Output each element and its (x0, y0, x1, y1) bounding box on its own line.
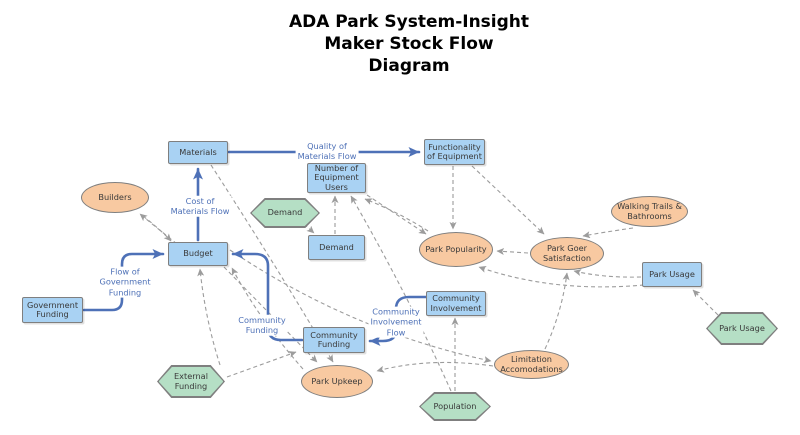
link-park-usage-stock-to-park-goer-satisfaction[interactable] (573, 269, 642, 278)
node-label: Community Involvement (430, 293, 482, 313)
flow-label-flow-of-government-funding: Flow of Government Funding (97, 266, 153, 298)
node-label: Park Goer Satisfaction (542, 243, 592, 263)
link-park-usage-converter-to-park-usage-stock[interactable] (692, 289, 719, 316)
title-line: Maker Stock Flow (324, 33, 494, 54)
link-limitation-accomodations-to-park-upkeep[interactable] (376, 361, 494, 373)
node-label: External Funding (174, 371, 208, 391)
node-label: Number of Equipment Users (314, 162, 359, 192)
flow-label-cost-of-materials-flow: Cost of Materials Flow (168, 195, 232, 217)
node-park-upkeep[interactable]: Park Upkeep (301, 365, 373, 398)
node-label: Park Usage (719, 322, 765, 333)
node-walking-trails-bathrooms[interactable]: Walking Trails & Bathrooms (611, 196, 688, 227)
node-park-usage-converter[interactable]: Park Usage (706, 312, 778, 345)
flow-label-community-involvement-flow: Community Involvement Flow (368, 306, 424, 338)
hexagon-fill (158, 366, 224, 397)
link-walking-trails-bathrooms-to-park-goer-satisfaction[interactable] (582, 227, 634, 239)
link-builders-to-budget[interactable] (142, 215, 172, 242)
node-label: Demand (319, 241, 354, 252)
node-label: Government Funding (26, 299, 79, 319)
node-label: Builders (98, 191, 132, 202)
flow-label-community-funding-flow: Community Funding (236, 314, 288, 336)
node-external-funding[interactable]: External Funding (157, 365, 225, 398)
node-community-involvement[interactable]: Community Involvement (426, 291, 486, 316)
hexagon-fill (707, 313, 777, 344)
node-demand-converter[interactable]: Demand (250, 198, 320, 228)
node-government-funding[interactable]: Government Funding (22, 297, 83, 323)
node-limitation-accomodations[interactable]: Limitation Accomodations (494, 350, 569, 379)
node-functionality-equipment[interactable]: Functionality of Equipment (424, 139, 485, 165)
link-external-funding-to-community-funding[interactable] (226, 351, 297, 378)
title-line: ADA Park System-Insight (288, 12, 530, 32)
link-population-to-number-equipment-users[interactable] (350, 195, 452, 392)
flow-community-funding-flow[interactable] (231, 249, 304, 342)
node-label: Population (433, 400, 477, 411)
node-label: Limitation Accomodations (500, 354, 563, 374)
node-community-funding[interactable]: Community Funding (303, 327, 365, 353)
node-park-popularity[interactable]: Park Popularity (419, 232, 493, 267)
node-budget[interactable]: Budget (168, 242, 228, 266)
node-park-goer-satisfaction[interactable]: Park Goer Satisfaction (530, 237, 604, 270)
link-budget-to-limitation-accomodations[interactable] (229, 249, 492, 363)
node-number-equipment-users[interactable]: Number of Equipment Users (307, 163, 366, 193)
flow-label-quality-of-materials-flow: Quality of Materials Flow (295, 140, 359, 162)
node-label: Park Upkeep (311, 375, 363, 386)
node-park-usage-stock[interactable]: Park Usage (642, 262, 702, 287)
node-label: Park Popularity (425, 243, 487, 254)
node-label: Walking Trails & Bathrooms (617, 201, 682, 221)
link-functionality-equipment-to-park-goer-satisfaction[interactable] (471, 165, 545, 235)
link-park-usage-stock-to-park-popularity[interactable] (478, 266, 645, 288)
node-label: Park Usage (649, 268, 695, 279)
link-park-popularity-to-number-equipment-users[interactable] (364, 198, 429, 232)
link-external-funding-to-budget[interactable] (197, 268, 221, 366)
node-builders[interactable]: Builders (81, 182, 149, 213)
node-label: Functionality of Equipment (427, 141, 482, 161)
link-number-equipment-users-to-park-popularity[interactable] (366, 194, 427, 235)
hexagon-fill (420, 393, 490, 420)
node-label: Budget (183, 248, 213, 259)
node-demand-stock[interactable]: Demand (308, 235, 365, 260)
link-park-goer-satisfaction-to-park-popularity[interactable] (496, 247, 529, 255)
title-line: Diagram (368, 55, 450, 76)
node-label: Community Funding (310, 329, 358, 349)
node-population[interactable]: Population (419, 392, 491, 421)
hexagon-fill (251, 199, 319, 227)
link-limitation-accomodations-to-park-goer-satisfaction[interactable] (544, 272, 570, 350)
node-materials[interactable]: Materials (168, 141, 228, 164)
node-label: Demand (267, 207, 303, 218)
node-label: Materials (179, 146, 217, 157)
